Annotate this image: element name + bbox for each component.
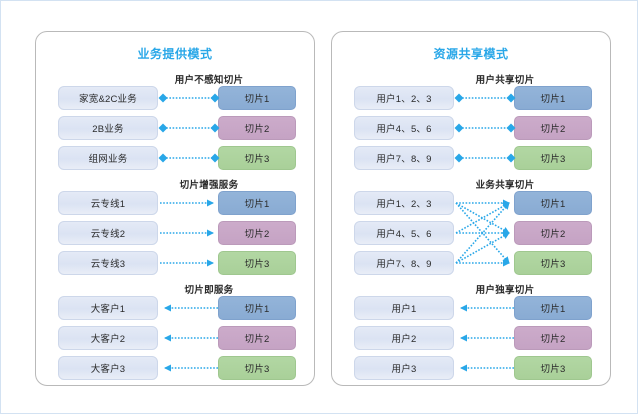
group-service-shared-slice: 业务共享切片 用户1、2、3 用户4、5、6 用户7、8、9 切片1 切片2 切… bbox=[332, 177, 610, 282]
slice-box[interactable]: 切片2 bbox=[218, 326, 296, 350]
connector-group bbox=[454, 93, 516, 163]
left-box[interactable]: 用户1 bbox=[354, 296, 454, 320]
left-box[interactable]: 云专线1 bbox=[58, 191, 158, 215]
slice-box[interactable]: 切片3 bbox=[514, 251, 592, 275]
connector-group bbox=[455, 199, 510, 267]
group-user-dedicated-slice: 用户独享切片 用户1 用户2 用户3 切片1 切片2 切片3 bbox=[332, 282, 610, 387]
slice-box[interactable]: 切片2 bbox=[514, 326, 592, 350]
slice-box[interactable]: 切片2 bbox=[218, 221, 296, 245]
group-label: 用户独享切片 bbox=[475, 285, 535, 296]
left-box[interactable]: 大客户2 bbox=[58, 326, 158, 350]
slice-box[interactable]: 切片2 bbox=[218, 116, 296, 140]
panel-title: 资源共享模式 bbox=[433, 47, 509, 61]
slice-box[interactable]: 切片3 bbox=[218, 146, 296, 170]
slice-box[interactable]: 切片3 bbox=[514, 146, 592, 170]
left-box[interactable]: 大客户3 bbox=[58, 356, 158, 380]
left-box[interactable]: 用户7、8、9 bbox=[354, 146, 454, 170]
left-box[interactable]: 组网业务 bbox=[58, 146, 158, 170]
group-label: 业务共享切片 bbox=[475, 180, 535, 191]
slice-box[interactable]: 切片1 bbox=[218, 296, 296, 320]
group-slice-enhanced-service: 切片增强服务 云专线1 云专线2 云专线3 切片1 切片2 切片3 bbox=[36, 177, 314, 282]
panel-resource-sharing-mode: 资源共享模式 用户共享切片 用户1、2、3 用户4、5、6 用户7、8、9 切片… bbox=[331, 31, 611, 386]
group-slice-as-a-service: 切片即服务 大客户1 大客户2 大客户3 切片1 切片2 切片3 bbox=[36, 282, 314, 387]
left-box[interactable]: 用户7、8、9 bbox=[354, 251, 454, 275]
slice-box[interactable]: 切片1 bbox=[218, 191, 296, 215]
group-user-shared-slice: 用户共享切片 用户1、2、3 用户4、5、6 用户7、8、9 切片1 切片2 切… bbox=[332, 72, 610, 177]
group-label: 切片增强服务 bbox=[179, 180, 239, 191]
connector-group bbox=[160, 199, 214, 267]
left-box[interactable]: 用户2 bbox=[354, 326, 454, 350]
slice-box[interactable]: 切片1 bbox=[514, 86, 592, 110]
group-label: 用户不感知切片 bbox=[174, 75, 244, 86]
left-box[interactable]: 用户3 bbox=[354, 356, 454, 380]
left-box[interactable]: 用户1、2、3 bbox=[354, 191, 454, 215]
left-box[interactable]: 家宽&2C业务 bbox=[58, 86, 158, 110]
left-box[interactable]: 云专线2 bbox=[58, 221, 158, 245]
left-box[interactable]: 用户4、5、6 bbox=[354, 116, 454, 140]
slice-box[interactable]: 切片1 bbox=[514, 296, 592, 320]
group-label: 切片即服务 bbox=[184, 285, 234, 296]
left-box[interactable]: 大客户1 bbox=[58, 296, 158, 320]
left-box[interactable]: 云专线3 bbox=[58, 251, 158, 275]
connector-group bbox=[164, 304, 218, 372]
connector-group bbox=[460, 304, 514, 372]
connector-group bbox=[158, 93, 220, 163]
slice-box[interactable]: 切片2 bbox=[514, 116, 592, 140]
slice-box[interactable]: 切片3 bbox=[218, 251, 296, 275]
group-user-unaware-slice: 用户不感知切片 家宽&2C业务 2B业务 组网业务 切片1 切片2 切片3 bbox=[36, 72, 314, 177]
panel-service-provision-mode: 业务提供模式 用户不感知切片 家宽&2C业务 2B业务 组网业务 切片1 切片2… bbox=[35, 31, 315, 386]
panel-title: 业务提供模式 bbox=[137, 47, 213, 61]
slice-box[interactable]: 切片2 bbox=[514, 221, 592, 245]
group-label: 用户共享切片 bbox=[475, 75, 535, 86]
slice-box[interactable]: 切片3 bbox=[514, 356, 592, 380]
left-box[interactable]: 用户1、2、3 bbox=[354, 86, 454, 110]
slice-box[interactable]: 切片3 bbox=[218, 356, 296, 380]
slice-box[interactable]: 切片1 bbox=[514, 191, 592, 215]
left-box[interactable]: 2B业务 bbox=[58, 116, 158, 140]
left-box[interactable]: 用户4、5、6 bbox=[354, 221, 454, 245]
slice-box[interactable]: 切片1 bbox=[218, 86, 296, 110]
